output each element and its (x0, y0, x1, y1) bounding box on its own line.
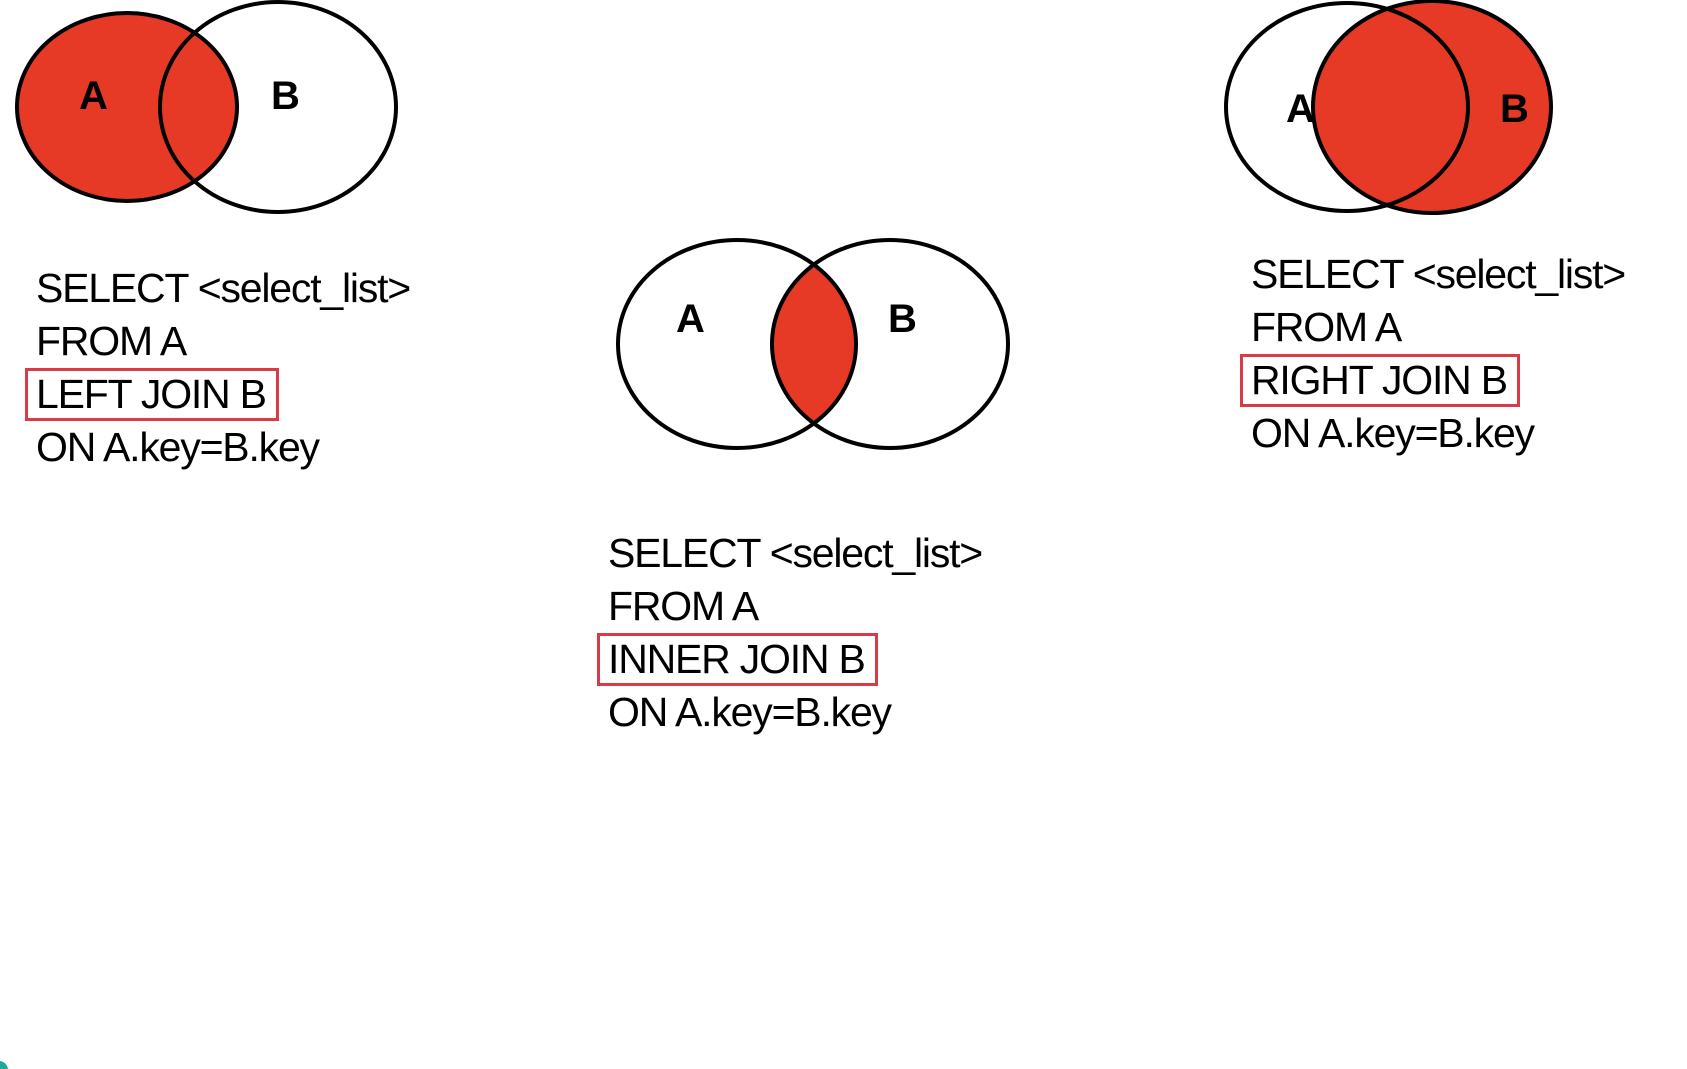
inner-join-set-b-outline (770, 238, 1010, 450)
right-join-on-line: ON A.key=B.key (1251, 410, 1535, 456)
inner-join-intersection-fill (772, 240, 856, 448)
left-join-from-line: FROM A (36, 318, 187, 364)
right-join-join-clause: RIGHT JOIN B (1240, 354, 1520, 407)
inner-join-label-b: B (888, 297, 917, 341)
corner-dot-icon (0, 1061, 8, 1069)
right-join-set-b-outline (1311, 0, 1553, 215)
left-join-venn: A B (15, 0, 398, 214)
right-join-from-line: FROM A (1251, 304, 1402, 350)
right-join-select-line: SELECT <select_list> (1251, 251, 1626, 297)
inner-join-sql: SELECT <select_list> FROM A INNER JOIN B… (597, 527, 983, 739)
right-join-sql: SELECT <select_list> FROM A RIGHT JOIN B… (1240, 248, 1626, 460)
left-join-set-a-outline (15, 11, 239, 203)
left-join-select-line: SELECT <select_list> (36, 265, 411, 311)
inner-join-label-a: A (676, 297, 705, 341)
left-join-set-a-fill (17, 13, 237, 201)
inner-join-join-clause: INNER JOIN B (597, 633, 878, 686)
left-join-on-line: ON A.key=B.key (36, 424, 320, 470)
right-join-venn: A B (1224, 0, 1553, 215)
inner-join-from-line: FROM A (608, 583, 759, 629)
left-join-sql: SELECT <select_list> FROM A LEFT JOIN B … (25, 262, 411, 474)
left-join-join-clause: LEFT JOIN B (25, 368, 279, 421)
inner-join-on-line: ON A.key=B.key (608, 689, 892, 735)
inner-join-select-line: SELECT <select_list> (608, 530, 983, 576)
inner-join-set-a-outline (616, 238, 858, 450)
left-join-set-b-outline (158, 0, 398, 214)
left-join-label-a: A (79, 74, 108, 118)
right-join-label-b: B (1500, 87, 1529, 131)
left-join-label-b: B (271, 74, 300, 118)
right-join-set-b-fill (1313, 1, 1551, 213)
right-join-set-a-outline (1224, 1, 1470, 213)
inner-join-venn: A B (616, 238, 1010, 450)
right-join-label-a: A (1286, 87, 1315, 131)
